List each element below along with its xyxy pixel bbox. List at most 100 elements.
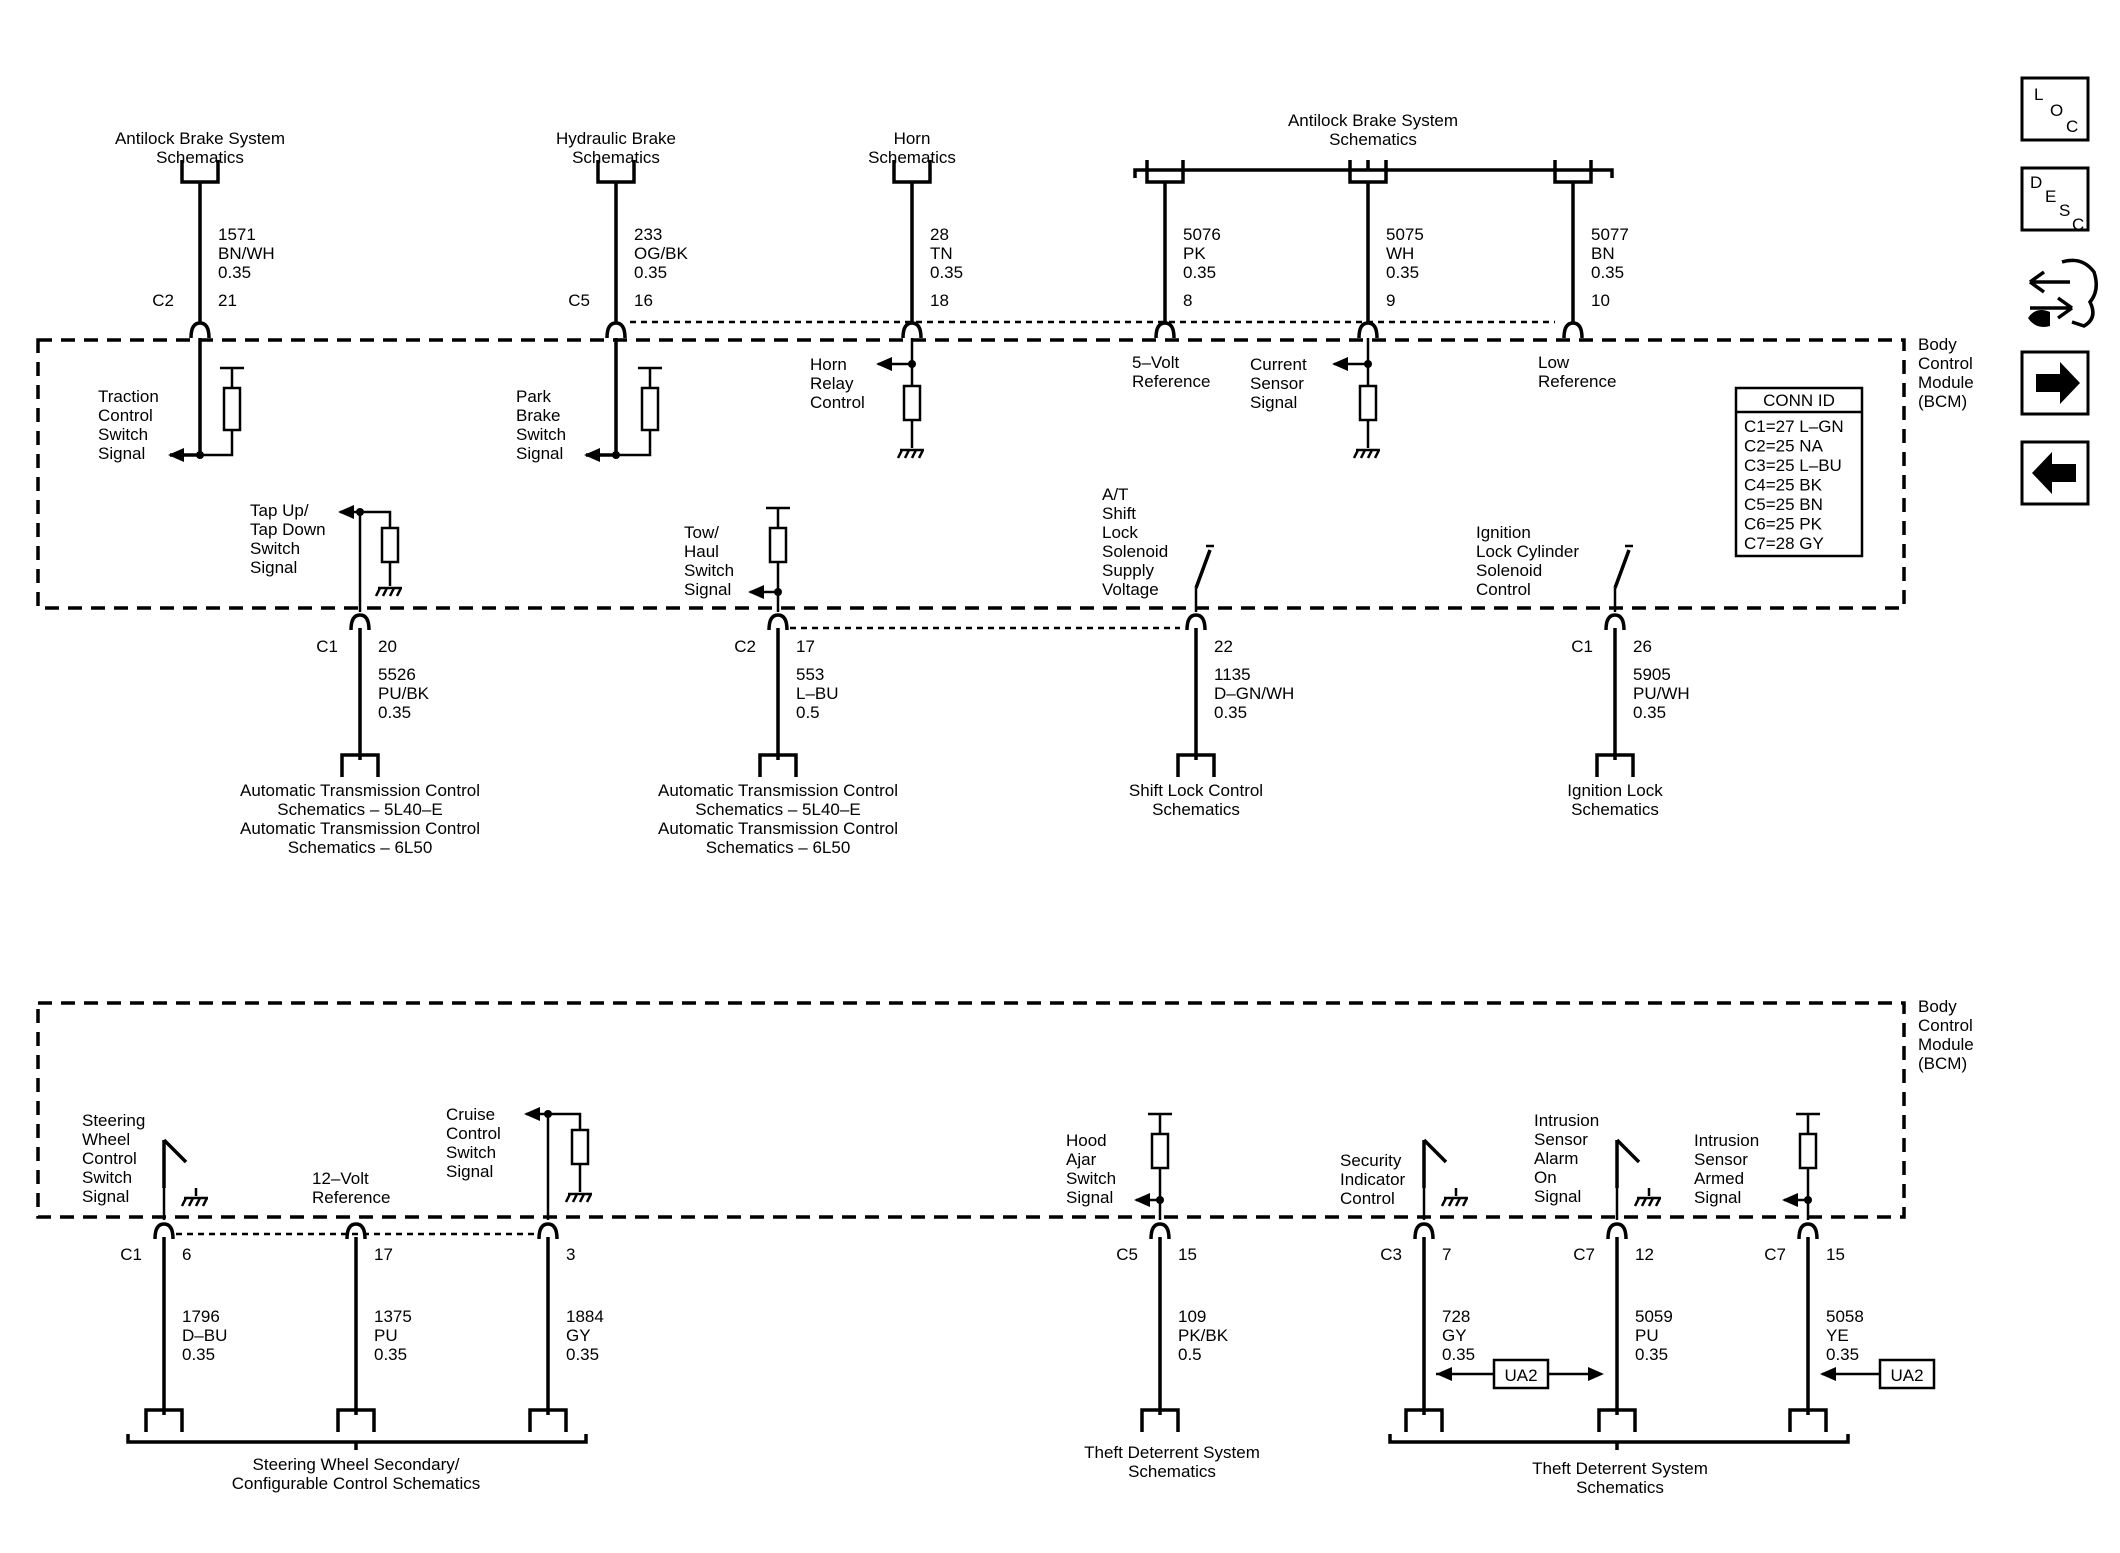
connector-id: C2 — [152, 291, 174, 310]
loc-button[interactable]: LOC — [2020, 76, 2090, 142]
signal-label-line: Tap Down — [250, 520, 326, 539]
wire-segment — [1647, 1197, 1655, 1207]
wire-gauge: 0.35 — [1591, 263, 1624, 282]
signal-label-line: Tow/ — [684, 523, 719, 542]
wire-gauge: 0.35 — [378, 703, 411, 722]
bracket — [1133, 168, 1614, 178]
arrow-head — [584, 448, 600, 462]
wire-segment — [910, 449, 918, 459]
signal-label-line: Sensor — [1250, 374, 1304, 393]
signal-label-line: Indicator — [1340, 1170, 1406, 1189]
wire-segment — [1366, 449, 1374, 459]
wire-color: PU — [374, 1326, 398, 1345]
wire-color: PU/WH — [1633, 684, 1690, 703]
signal-label-line: Sensor — [1534, 1130, 1588, 1149]
loc-icon: LOC — [2034, 85, 2078, 136]
loc-letter: C — [2066, 117, 2078, 136]
signal-label-line: Alarm — [1534, 1149, 1578, 1168]
terminal-block — [1404, 1408, 1444, 1432]
arrow-head — [1436, 1367, 1452, 1381]
signal-label-line: A/T — [1102, 485, 1128, 504]
pin-number: 6 — [182, 1245, 191, 1264]
connector-tool-icon — [2028, 258, 2098, 328]
schematic-reference-line: Schematics — [1576, 1478, 1664, 1497]
forward-button[interactable] — [2020, 350, 2090, 416]
steering-reference: Steering Wheel Secondary/Configurable Co… — [126, 1434, 588, 1493]
splice-dot — [1156, 1196, 1164, 1204]
signal-label-line: Shift — [1102, 504, 1136, 523]
signal-label-line: Low — [1538, 353, 1570, 372]
connector-cavity — [1154, 321, 1176, 339]
resistor — [1798, 1132, 1818, 1170]
wire-gauge: 0.35 — [1183, 263, 1216, 282]
wire-segment — [1359, 449, 1367, 459]
wire-segment — [1613, 549, 1631, 589]
pin-number: 8 — [1183, 291, 1192, 310]
ground-symbol — [374, 586, 403, 597]
signal-label-line: Signal — [1694, 1188, 1741, 1207]
circuit-number: 5058 — [1826, 1307, 1864, 1326]
desc-letter: E — [2045, 187, 2056, 206]
schematic-reference-line: Antilock Brake System — [115, 129, 285, 148]
schematic-reference-line: Schematics — [1571, 800, 1659, 819]
schematic-reference-line: Configurable Control Schematics — [232, 1474, 481, 1493]
signal-label-line: Current — [1250, 355, 1307, 374]
connector-tool-button[interactable] — [2028, 258, 2098, 328]
schematic-reference-line: Schematics – 6L50 — [288, 838, 433, 857]
wire-gauge: 0.35 — [566, 1345, 599, 1364]
signal-label-line: Control — [1476, 580, 1531, 599]
back-button[interactable] — [2020, 440, 2090, 506]
ua2-box — [1878, 1358, 1936, 1390]
wire-segment — [1640, 1197, 1648, 1207]
bcm-label-line: Body — [1918, 997, 1957, 1016]
wire-segment — [548, 1112, 582, 1130]
connector-cavity — [1357, 321, 1379, 339]
arrow-head — [1134, 1193, 1150, 1207]
wire-segment — [571, 1193, 579, 1203]
bcm-label-line: (BCM) — [1918, 392, 1967, 411]
signal-label-line: Park — [516, 387, 551, 406]
loc-button-frame[interactable] — [2020, 76, 2090, 142]
conn-id-row: C1=27 L–GN — [1744, 417, 1844, 436]
schematic-reference-line: Automatic Transmission Control — [240, 819, 480, 838]
connector-cavity — [153, 1222, 175, 1240]
connector-cavity — [1606, 1222, 1628, 1240]
desc-button-frame[interactable] — [2020, 166, 2090, 232]
wire-gauge: 0.35 — [930, 263, 963, 282]
wire-gauge: 0.35 — [1826, 1345, 1859, 1364]
wire-gauge: 0.35 — [182, 1345, 215, 1364]
wire-segment — [170, 338, 202, 457]
schematic-reference-line: Automatic Transmission Control — [240, 781, 480, 800]
signal-label-line: Switch — [684, 561, 734, 580]
bottom-section: BodyControlModule(BCM)1796D–BU0.356C1137… — [36, 997, 1974, 1497]
wire-gauge: 0.5 — [796, 703, 820, 722]
connector-id: C2 — [734, 637, 756, 656]
signal-label-line: Signal — [446, 1162, 493, 1181]
conn-id-title: CONN ID — [1763, 391, 1835, 410]
arrow-head — [168, 448, 184, 462]
connector-cavity — [537, 1222, 559, 1240]
schematic-reference-line: Shift Lock Control — [1129, 781, 1263, 800]
wire-segment — [1352, 449, 1360, 459]
wire-segment — [360, 510, 392, 528]
loc-letter: O — [2050, 101, 2063, 120]
resistor — [1150, 1132, 1170, 1170]
bracket — [1388, 1434, 1850, 1444]
ground-symbol — [1440, 1196, 1469, 1207]
pin-number: 12 — [1635, 1245, 1654, 1264]
ground-symbol — [896, 448, 925, 459]
signal-label-line: Steering — [82, 1111, 145, 1130]
signal-label-line: Brake — [516, 406, 560, 425]
